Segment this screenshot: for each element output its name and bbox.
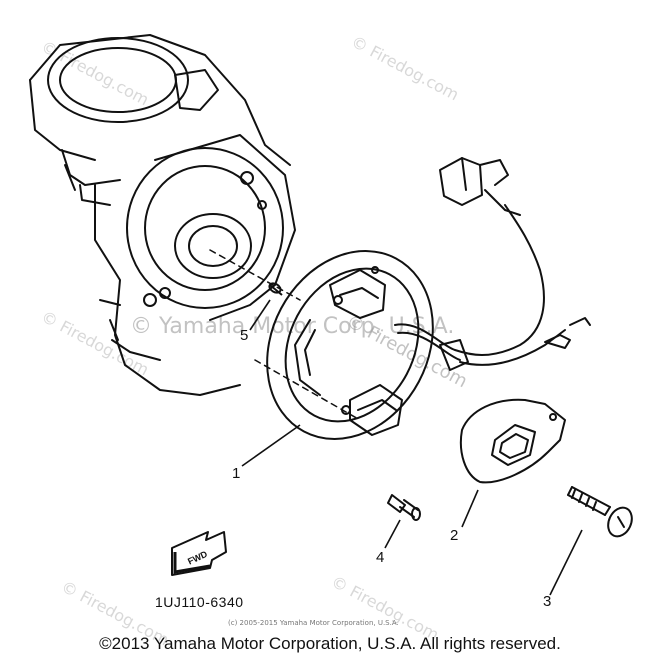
watermark-layer: © Firedog.com © Firedog.com © Firedog.co… xyxy=(38,32,471,650)
callout-2: 2 xyxy=(450,527,458,544)
watermark-top-right: © Firedog.com xyxy=(348,32,462,105)
crankcase xyxy=(29,34,361,421)
diagram-part-code: 1UJ110-6340 xyxy=(155,594,244,610)
base-plate xyxy=(460,398,566,484)
screw-small xyxy=(387,494,421,521)
copyright-footer: ©2013 Yamaha Motor Corporation, U.S.A. A… xyxy=(99,634,561,653)
bolt-large xyxy=(567,486,633,538)
callout-4: 4 xyxy=(376,549,384,566)
leader-lines xyxy=(241,299,583,596)
callout-5: 5 xyxy=(240,327,248,344)
dowel-pin xyxy=(268,282,283,296)
stator-assembly xyxy=(266,157,591,440)
callout-1: 1 xyxy=(232,465,240,482)
fwd-arrow-icon: FWD xyxy=(171,531,227,576)
callout-3: 3 xyxy=(543,593,551,610)
small-copyright: (c) 2005-2015 Yamaha Motor Corporation, … xyxy=(228,619,399,627)
